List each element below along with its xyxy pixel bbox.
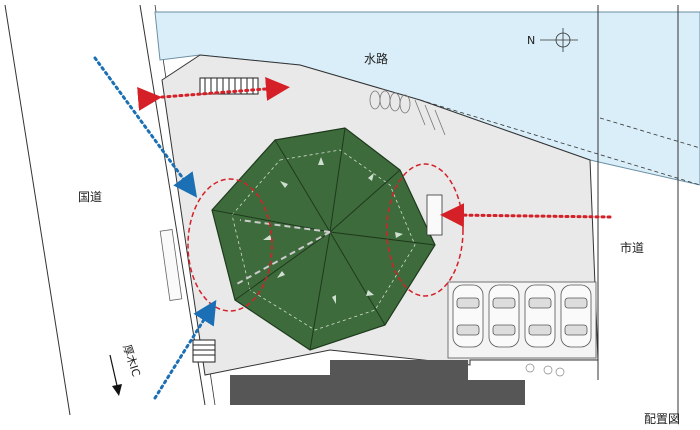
stairs-bottom — [192, 339, 216, 363]
pedestrian-route-top — [137, 76, 290, 111]
plan-caption: 配置図 — [644, 412, 680, 426]
direction-arrow-ic — [109, 354, 122, 396]
car-route-south — [153, 299, 217, 400]
parking-lot — [447, 281, 597, 377]
waterway-label: 水路 — [364, 51, 388, 66]
entrance-highlight-left — [187, 178, 273, 312]
car — [560, 284, 592, 348]
car — [488, 284, 520, 348]
car — [524, 284, 556, 348]
bicycle-rack — [525, 363, 565, 377]
entrance-highlight-right — [386, 163, 464, 297]
car — [452, 284, 484, 348]
car-route-north — [93, 56, 198, 198]
pedestrian-route-city-road — [440, 203, 612, 228]
roof-slope-arrows — [263, 157, 403, 304]
city-road-label: 市道 — [620, 240, 644, 255]
north-compass: N — [527, 28, 578, 52]
city-road — [597, 5, 679, 420]
compass-north-letter: N — [527, 34, 535, 47]
left-fence — [159, 229, 183, 301]
national-road-label: 国道 — [78, 190, 102, 204]
bicycle-parking — [369, 90, 446, 136]
direction-ic-label: 厚木IC — [120, 343, 143, 379]
neighbor-building — [230, 360, 525, 405]
octagonal-roof — [211, 127, 443, 351]
